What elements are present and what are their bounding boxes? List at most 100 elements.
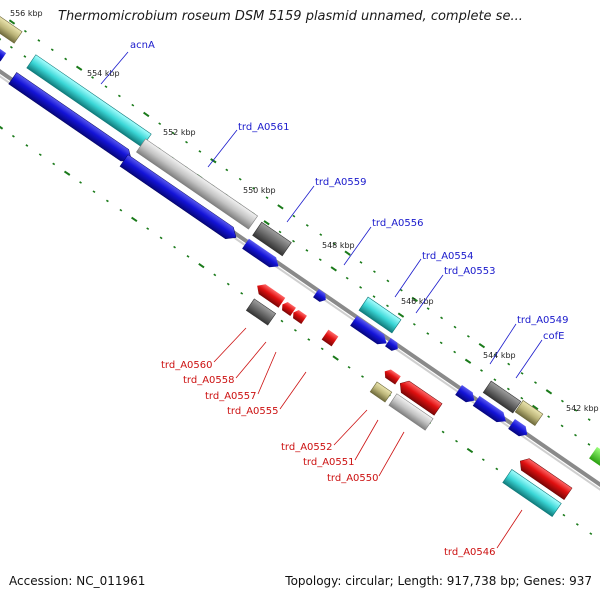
major-tick — [198, 262, 205, 269]
gene-label-trd_A0555: trd_A0555 — [227, 406, 279, 417]
kbp-label: 546 kbp — [401, 297, 434, 306]
kbp-label: 544 kbp — [483, 351, 516, 360]
minor-tick — [146, 227, 150, 230]
minor-tick — [293, 328, 297, 332]
minor-tick — [453, 325, 457, 329]
gene-red-trd_A0550 — [399, 380, 443, 416]
gene-blue-trd_A0561 — [119, 154, 237, 240]
reverse-features — [245, 284, 573, 518]
minor-tick — [318, 258, 322, 262]
minor-tick — [520, 372, 524, 375]
minor-tick — [159, 236, 163, 240]
feature-tan-left — [0, 10, 23, 44]
minor-tick — [158, 122, 162, 126]
gene-red-trd_A0558 — [257, 284, 286, 308]
gene-label-trd_A0559: trd_A0559 — [315, 177, 367, 188]
forward-features — [0, 10, 600, 467]
major-tick — [8, 19, 16, 25]
kbp-label: 550 kbp — [243, 186, 276, 195]
minor-tick — [185, 140, 188, 144]
kbp-label: 554 kbp — [87, 69, 120, 78]
ticks-outer — [8, 19, 591, 421]
forward-leaders — [100, 51, 543, 379]
minor-tick — [455, 439, 458, 443]
gene-label-trd_A0558: trd_A0558 — [183, 375, 235, 386]
minor-tick — [173, 245, 176, 249]
minor-tick — [440, 316, 444, 320]
minor-tick — [547, 415, 551, 419]
forward-gene-labels[interactable]: acnA trd_A0561 trd_A0559 trd_A0556 trd_A… — [130, 40, 569, 342]
gene-blue-trd_A0553 — [455, 384, 475, 403]
gene-label-trd_A0550: trd_A0550 — [327, 473, 379, 484]
feature-blue-left — [0, 47, 7, 62]
major-tick — [532, 404, 539, 411]
feature-dark-trd_A0549 — [482, 380, 522, 414]
major-tick — [466, 447, 474, 454]
gene-blue-small-arrow — [313, 289, 326, 302]
minor-tick — [104, 85, 108, 89]
minor-tick — [23, 55, 27, 58]
minor-tick — [534, 381, 537, 384]
kbp-label: 552 kbp — [163, 128, 196, 137]
minor-tick — [119, 208, 123, 212]
gene-label-trd_A0549: trd_A0549 — [517, 315, 569, 326]
minor-tick — [320, 347, 324, 351]
kbp-label: 542 kbp — [566, 404, 599, 413]
minor-tick — [412, 322, 416, 326]
minor-tick — [507, 362, 511, 366]
minor-tick — [386, 304, 389, 308]
major-tick — [478, 342, 486, 349]
kbp-label: 556 kbp — [10, 9, 43, 18]
minor-tick — [345, 276, 349, 280]
minor-tick — [574, 433, 577, 437]
minor-tick — [562, 513, 566, 517]
reverse-leaders — [213, 327, 523, 549]
minor-tick — [399, 288, 403, 292]
map-title: Thermomicrobium roseum DSM 5159 plasmid … — [58, 9, 523, 24]
minor-tick — [560, 399, 564, 403]
feature-cyan-trd_A0556 — [358, 296, 402, 334]
minor-tick — [426, 332, 430, 335]
minor-tick — [186, 255, 190, 258]
minor-tick — [587, 418, 591, 421]
minor-tick — [426, 307, 430, 310]
minor-tick — [347, 365, 351, 369]
kbp-label: 548 kbp — [322, 241, 355, 250]
major-tick — [344, 250, 351, 256]
accession-label: Accession: NC_011961 — [9, 574, 146, 588]
major-tick — [75, 65, 83, 71]
minor-tick — [9, 45, 13, 49]
minor-tick — [481, 458, 485, 462]
major-tick — [143, 111, 150, 118]
minor-tick — [131, 103, 135, 107]
minor-tick — [359, 261, 363, 264]
minor-tick — [307, 338, 311, 341]
minor-tick — [265, 196, 269, 200]
major-tick — [332, 355, 339, 361]
gene-red-trd_A0557 — [282, 302, 296, 316]
minor-tick — [560, 424, 564, 428]
minor-tick — [319, 233, 323, 236]
minor-tick — [225, 168, 229, 172]
feature-cyan-trd_A0546 — [502, 468, 562, 518]
minor-tick — [52, 162, 56, 166]
gene-label-trd_A0552: trd_A0552 — [281, 442, 333, 453]
minor-tick — [280, 319, 284, 323]
major-tick — [0, 38, 2, 41]
major-tick — [545, 389, 553, 395]
minor-tick — [278, 230, 282, 234]
reverse-gene-labels[interactable]: trd_A0560 trd_A0558 trd_A0557 trd_A0555 … — [161, 360, 496, 558]
minor-tick — [25, 144, 29, 147]
minor-tick — [305, 249, 309, 252]
feature-tan-cofE — [514, 400, 544, 426]
minor-tick — [240, 292, 244, 295]
minor-tick — [226, 282, 230, 286]
minor-tick — [466, 335, 470, 338]
minor-tick — [305, 224, 309, 227]
gene-red-trd_A0555-a — [293, 310, 307, 324]
gene-blue-trd_A0554 — [385, 338, 398, 351]
gene-red-trd_A0546 — [520, 458, 573, 500]
major-tick — [330, 266, 337, 272]
minor-tick — [64, 57, 68, 61]
